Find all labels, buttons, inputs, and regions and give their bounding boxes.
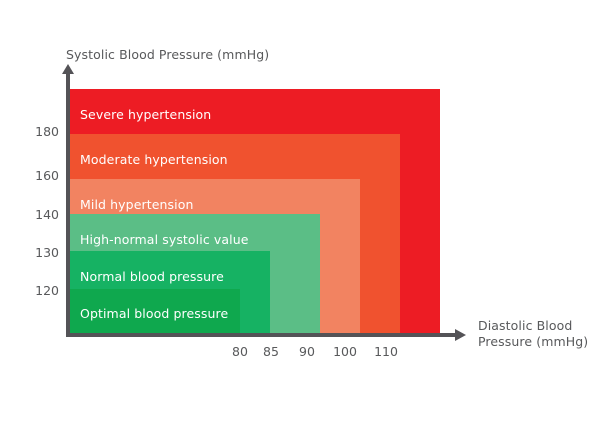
x-axis-title-line1: Diastolic Blood	[478, 318, 573, 333]
x-tick-90: 90	[299, 344, 315, 359]
band-label-severe-hypertension: Severe hypertension	[80, 107, 212, 122]
y-tick-130: 130	[35, 245, 59, 260]
y-tick-180: 180	[35, 124, 59, 139]
band-optimal-blood-pressure: Optimal blood pressure	[69, 289, 240, 334]
y-axis-line	[66, 73, 70, 336]
x-tick-100: 100	[333, 344, 357, 359]
band-label-mild-hypertension: Mild hypertension	[80, 197, 194, 212]
x-axis-line	[66, 333, 456, 337]
y-tick-160: 160	[35, 168, 59, 183]
band-label-optimal-blood-pressure: Optimal blood pressure	[80, 306, 229, 321]
y-tick-120: 120	[35, 283, 59, 298]
y-axis-arrow-icon	[62, 64, 74, 74]
band-label-moderate-hypertension: Moderate hypertension	[80, 152, 228, 167]
band-label-normal-blood-pressure: Normal blood pressure	[80, 269, 224, 284]
x-axis-title-line2: Pressure (mmHg)	[478, 334, 589, 349]
x-tick-110: 110	[374, 344, 398, 359]
x-tick-80: 80	[232, 344, 248, 359]
y-axis-title: Systolic Blood Pressure (mmHg)	[66, 47, 270, 62]
x-axis-arrow-icon	[455, 329, 466, 341]
band-label-high-normal-systolic: High-normal systolic value	[80, 232, 249, 247]
x-tick-85: 85	[263, 344, 279, 359]
y-tick-140: 140	[35, 207, 59, 222]
plot-area: Severe hypertension Moderate hypertensio…	[69, 89, 440, 334]
x-axis-title: Diastolic Blood Pressure (mmHg)	[478, 318, 596, 350]
